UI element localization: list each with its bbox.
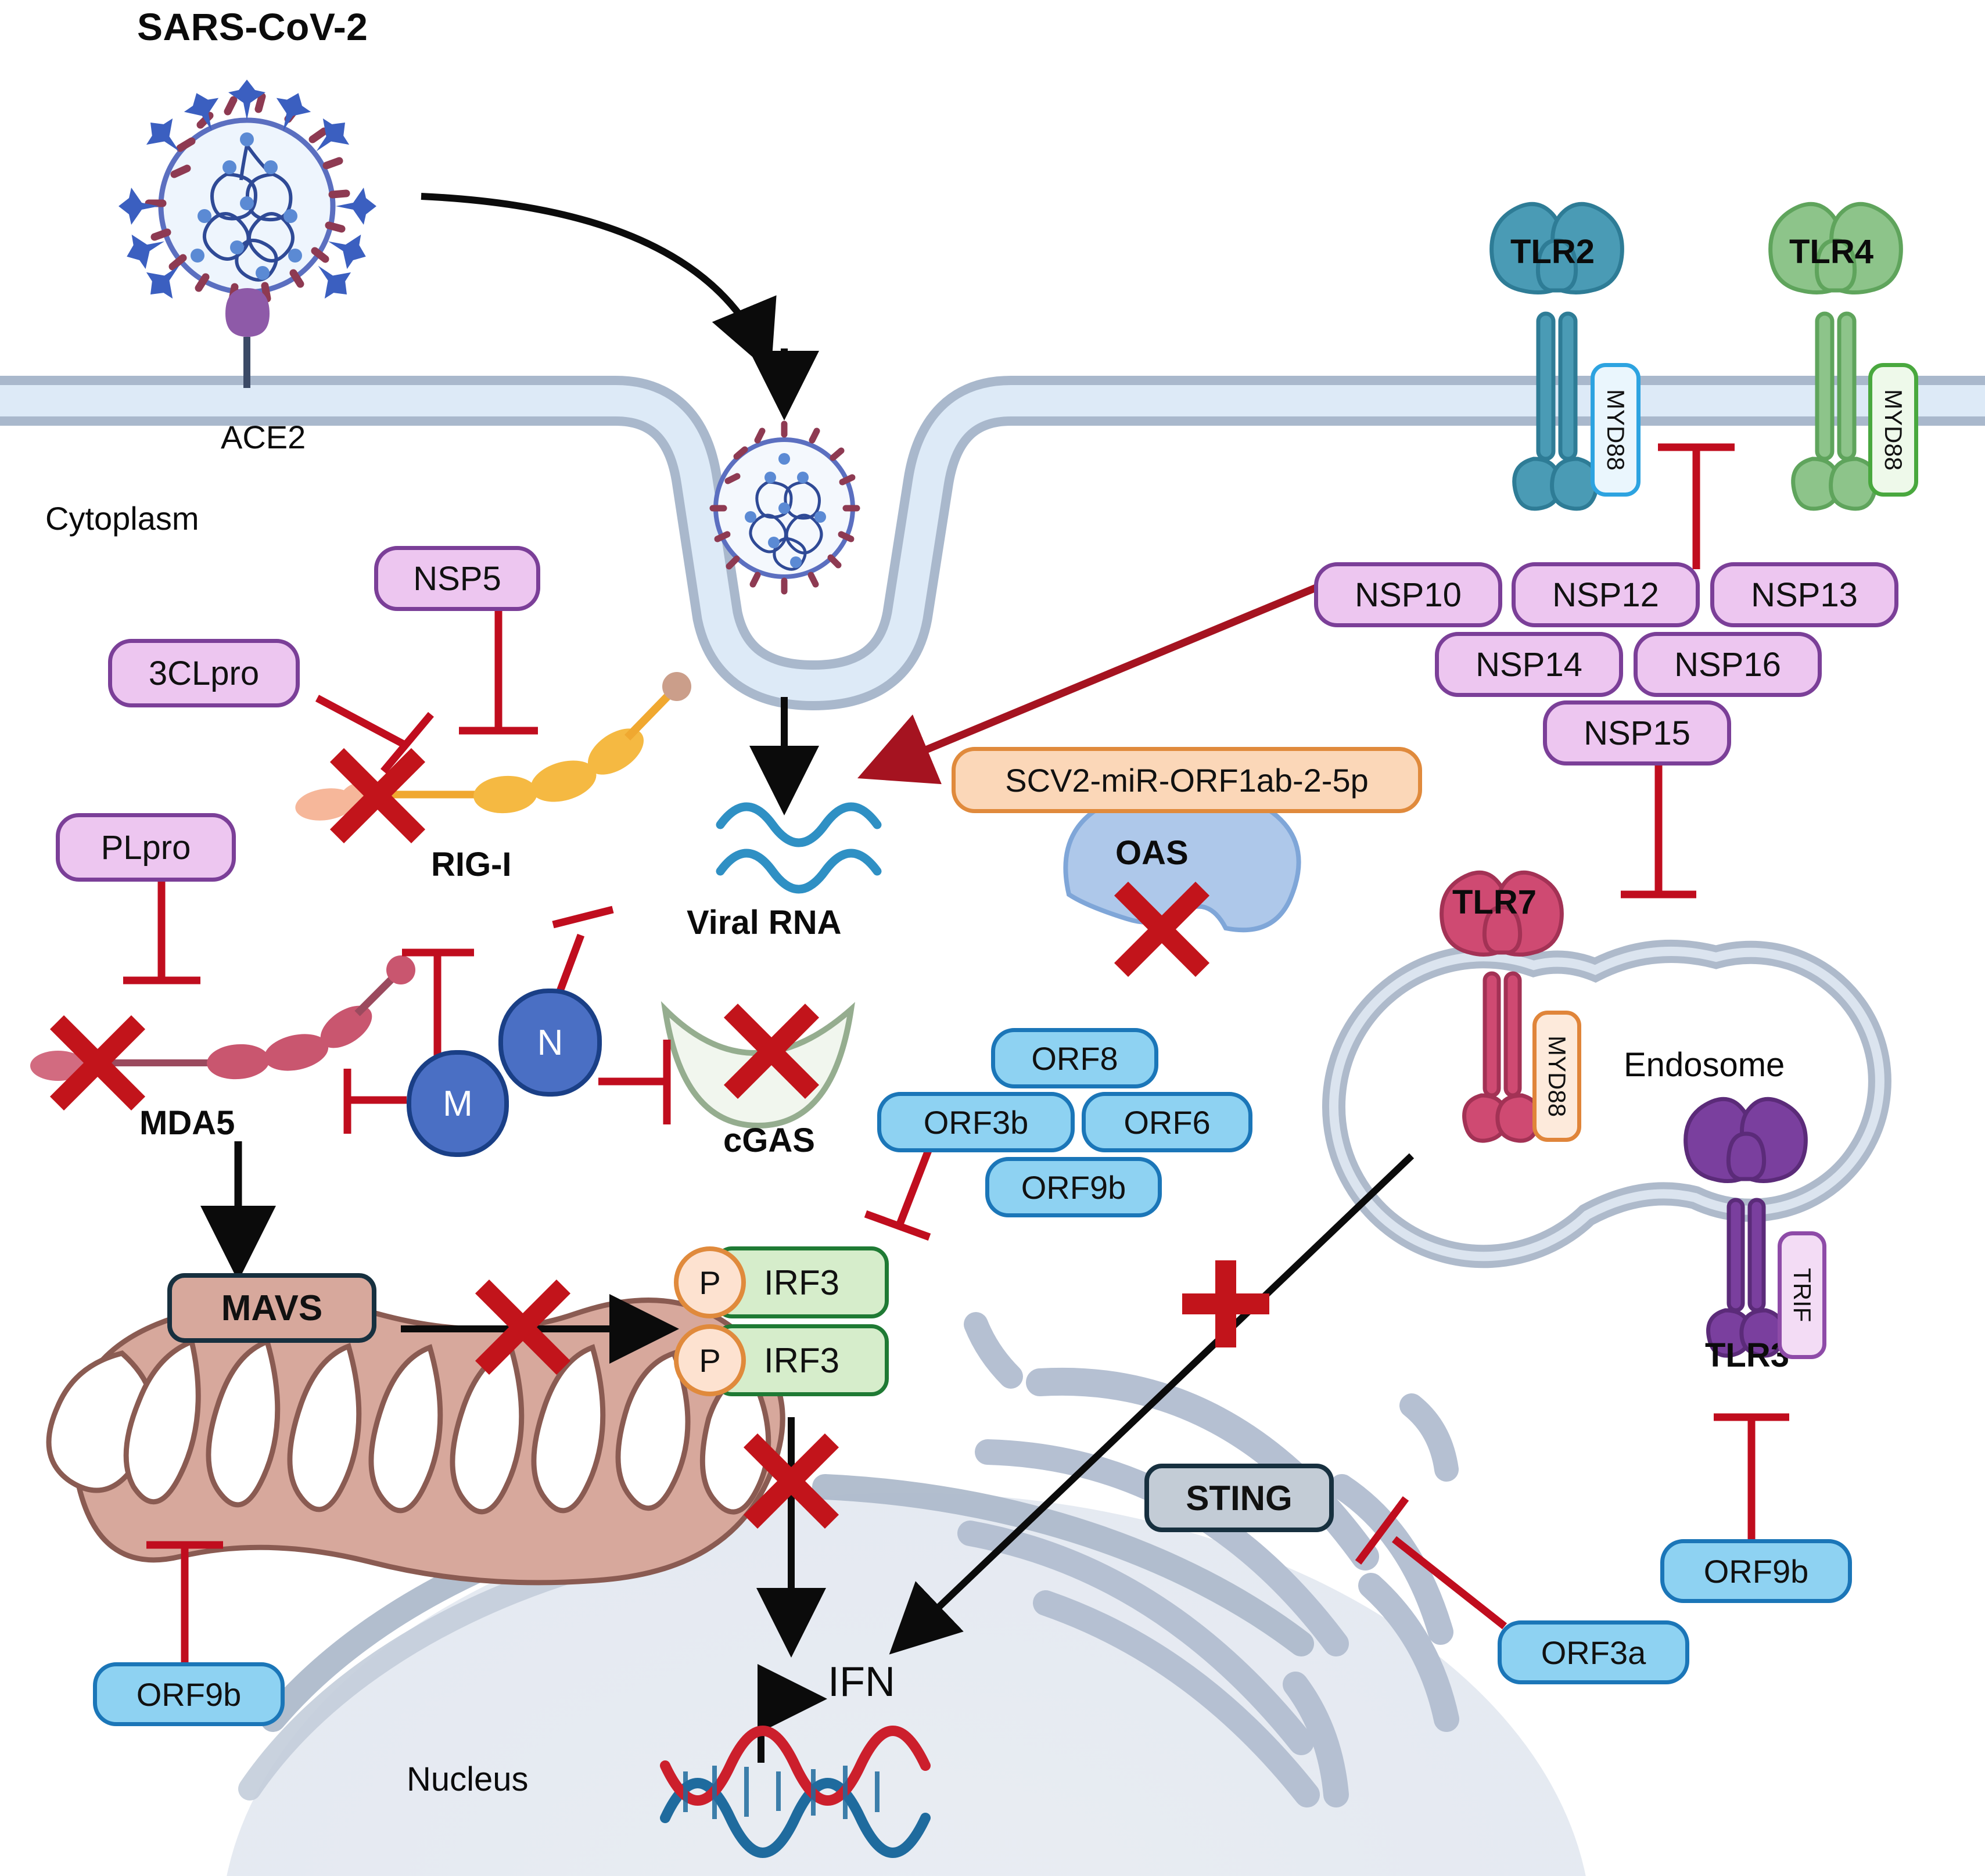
ifn-label: IFN: [828, 1659, 895, 1705]
nsp5-box[interactable]: NSP5: [374, 546, 540, 611]
nucleus-label: Nucleus: [407, 1760, 529, 1798]
mda5-label: MDA5: [139, 1104, 235, 1142]
orf9b-tlr3-box[interactable]: ORF9b: [1660, 1539, 1852, 1603]
tlr7-receptor: [1440, 870, 1564, 1143]
tlr2-receptor: [1489, 202, 1624, 511]
plpro-box[interactable]: PLpro: [56, 813, 236, 882]
3clpro-box[interactable]: 3CLpro: [108, 639, 300, 707]
blocked-x-marks: [49, 747, 1210, 1529]
myd88-tlr4-pill[interactable]: MYD88: [1868, 363, 1918, 497]
sting-to-nucleus-arrow: [889, 1153, 1415, 1655]
nsp10-box[interactable]: NSP10: [1314, 562, 1502, 627]
orf3b-box[interactable]: ORF3b: [877, 1092, 1075, 1152]
tlr2-label: TLR2: [1510, 233, 1595, 271]
tlr3-label: TLR3: [1705, 1336, 1789, 1374]
virus-entry-arrow: [421, 193, 777, 373]
ifn-dna-helix: [660, 1726, 931, 1858]
nsp14-box[interactable]: NSP14: [1435, 632, 1623, 697]
rig-i-molecule: [295, 672, 691, 821]
endosome-label: Endosome: [1624, 1046, 1785, 1084]
phospho-upper-circle: P: [674, 1246, 746, 1318]
tlr7-label: TLR7: [1452, 883, 1537, 921]
protein-m-circle[interactable]: M: [407, 1050, 509, 1157]
orf9b-cluster-box[interactable]: ORF9b: [985, 1157, 1162, 1217]
phospho-lower-circle: P: [674, 1324, 746, 1396]
viral-rna-squiggles: [716, 802, 882, 894]
mitochondrion: [46, 1298, 785, 1586]
nsp12-box[interactable]: NSP12: [1512, 562, 1700, 627]
scv2-mirna-box[interactable]: SCV2-miR-ORF1ab-2-5p: [952, 747, 1422, 813]
oas-label: OAS: [1115, 834, 1189, 872]
tlr4-label: TLR4: [1789, 233, 1873, 271]
myd88-tlr2-pill[interactable]: MYD88: [1591, 363, 1641, 497]
mavs-box[interactable]: MAVS: [167, 1273, 376, 1343]
plasma-membrane: [0, 376, 1985, 710]
orf9b-mitochondria-box[interactable]: ORF9b: [93, 1662, 285, 1726]
blocked-plus-mark: [1182, 1260, 1269, 1347]
nsp16-box[interactable]: NSP16: [1634, 632, 1822, 697]
cytoplasm-label: Cytoplasm: [45, 500, 199, 537]
ifn-transcription-arrow: [758, 1664, 827, 1763]
mda5-molecule: [30, 955, 415, 1081]
nsp15-box[interactable]: NSP15: [1543, 700, 1731, 766]
tlr3-receptor: [1684, 1097, 1808, 1358]
orf8-box[interactable]: ORF8: [991, 1028, 1158, 1088]
orf3a-box[interactable]: ORF3a: [1498, 1620, 1689, 1684]
internalized-virion: [709, 421, 860, 595]
protein-n-circle[interactable]: N: [498, 989, 602, 1097]
nsp10-to-rna-arrow: [857, 583, 1320, 785]
trif-tlr3-pill[interactable]: TRIF: [1778, 1231, 1826, 1359]
orf6-box[interactable]: ORF6: [1082, 1092, 1252, 1152]
nsp13-box[interactable]: NSP13: [1710, 562, 1898, 627]
myd88-tlr7-pill[interactable]: MYD88: [1532, 1011, 1581, 1142]
cgas-label: cGAS: [723, 1122, 815, 1159]
ace2-label: ACE2: [221, 419, 306, 455]
viral-rna-label: Viral RNA: [687, 904, 842, 941]
endosome-shape: [1322, 940, 1891, 1268]
sting-box[interactable]: STING: [1144, 1464, 1334, 1532]
page-title: SARS-CoV-2: [137, 5, 368, 48]
sars-cov-2-virion: [119, 80, 376, 388]
tlr4-receptor: [1768, 202, 1903, 511]
rig-i-label: RIG-I: [431, 846, 512, 883]
